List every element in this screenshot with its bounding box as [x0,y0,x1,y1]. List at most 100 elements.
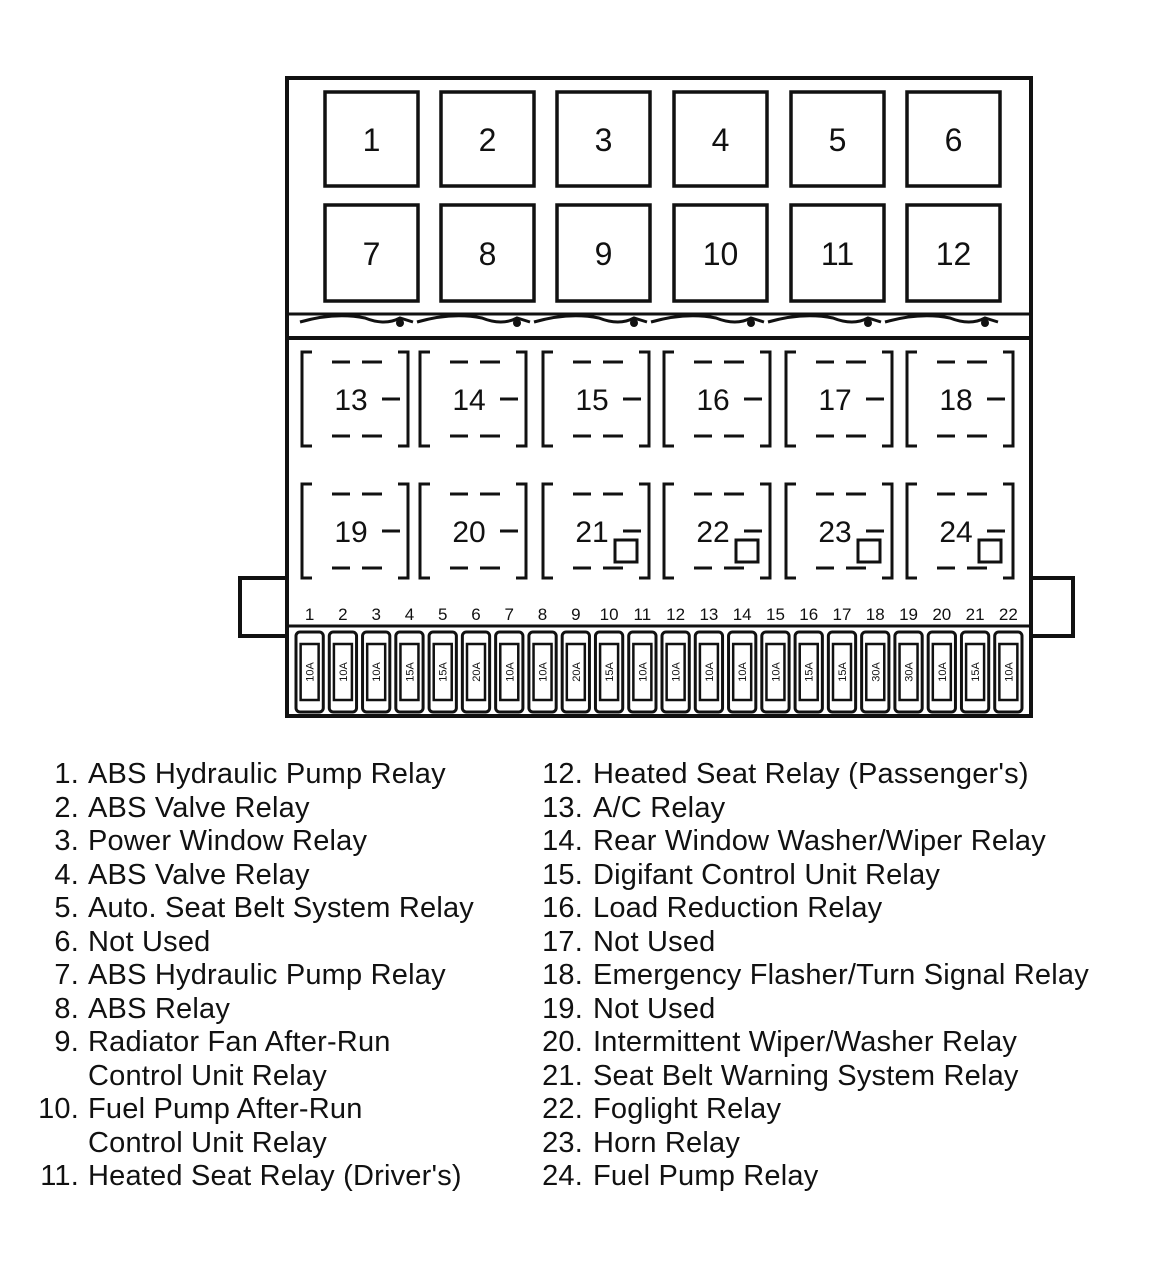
fuse-rating: 10A [305,662,317,682]
relay-socket-14: 14 [418,350,528,448]
fuse-number: 2 [338,605,347,624]
legend-label: Seat Belt Warning System Relay [593,1059,1019,1092]
relay-clip [767,314,882,324]
relay-socket-23: 23 [784,482,894,580]
fuse-rating: 20A [471,662,483,682]
legend-label: ABS Hydraulic Pump Relay [88,959,446,991]
legend-label: Heated Seat Relay (Driver's) [88,1160,462,1192]
legend-label: Auto. Seat Belt System Relay [88,892,474,924]
relay-socket-11: 11 [789,203,886,303]
relay-number: 6 [945,122,963,158]
legend-number: 20. [542,1026,583,1058]
clip-dot [396,319,404,327]
relay-socket-24: 24 [905,482,1015,580]
fuse-number: 21 [966,605,985,624]
relay-socket-1: 1 [323,90,420,188]
relay-socket-7: 7 [323,203,420,303]
relay-number: 18 [939,384,972,417]
legend-number: 19. [542,992,583,1025]
clip-dot [630,319,638,327]
right-mount-tab [1029,576,1075,638]
legend-label: Horn Relay [593,1126,741,1159]
relay-socket-17: 17 [784,350,894,448]
relay-number: 9 [595,236,613,272]
fuse-number: 5 [438,605,447,624]
legend-label: ABS Valve Relay [88,858,310,891]
relay-clip [533,314,648,324]
fuse-rating: 10A [671,662,683,682]
fuse-number: 3 [371,605,380,624]
legend-label: Foglight Relay [593,1093,782,1125]
relay-number: 2 [479,122,497,158]
fuse-20: 20 10A [926,605,957,714]
legend-number: 18. [542,959,583,991]
fuse-rating: 10A [704,662,716,682]
relay-socket-21: 21 [541,482,651,580]
legend-number: 15. [542,858,583,891]
fuse-rating: 15A [804,662,816,682]
fuse-number: 6 [471,605,480,624]
left-mount-tab [238,576,289,638]
relay-socket-12: 12 [905,203,1002,303]
legend-label: Not Used [88,925,211,958]
legend-number: 4. [54,858,79,891]
fuse-rating: 30A [904,662,916,682]
relay-clip [884,314,999,324]
fuse-rating: 10A [338,662,350,682]
fuse-rating: 15A [438,662,450,682]
relay-socket-5: 5 [789,90,886,188]
fuse-number: 4 [405,605,414,624]
relay-number: 7 [363,236,381,272]
fuse-rating: 10A [538,662,550,682]
legend-number: 13. [542,791,583,824]
legend-label: A/C Relay [593,791,726,824]
fuse-number: 7 [505,605,514,624]
fuse-rating: 10A [770,662,782,682]
legend-number: 3. [54,825,79,857]
legend-label: ABS Valve Relay [88,791,310,824]
fuse-number: 19 [899,605,918,624]
legend-number: 6. [54,925,79,958]
fuse-4: 4 15A [394,605,425,714]
legend-number: 11. [40,1160,79,1192]
fuse-number: 17 [833,605,852,624]
relay-clip [650,314,765,324]
legend-label: Fuel Pump Relay [593,1160,819,1192]
relay-number: 8 [479,236,497,272]
fuse-number: 20 [932,605,951,624]
legend-number: 8. [54,992,79,1025]
fuse-rating: 10A [737,662,749,682]
clip-dot [864,319,872,327]
fuse-number: 8 [538,605,547,624]
fuse-number: 16 [799,605,818,624]
fuse-5: 5 15A [427,605,458,714]
legend-label: Not Used [593,992,716,1025]
relay-number: 22 [696,516,729,549]
clip-dot [981,319,989,327]
clip-dot [513,319,521,327]
relay-number: 10 [703,236,739,272]
fuse-rating: 15A [404,662,416,682]
legend-number: 12. [542,758,583,790]
legend-label: Load Reduction Relay [593,892,883,924]
fuse-rating: 10A [937,662,949,682]
fuse-number: 15 [766,605,785,624]
relay-clip [416,314,531,324]
relay-clip [299,314,414,324]
relay-pin-block [613,538,639,564]
relay-pin-block [856,538,882,564]
relay-socket-13: 13 [300,350,410,448]
fuse-8: 8 10A [527,605,558,714]
relay-number: 23 [818,516,851,549]
legend-label: Power Window Relay [88,825,368,857]
fuse-number: 11 [634,605,652,624]
legend-number: 9. [54,1026,79,1058]
fuse-number: 10 [600,605,619,624]
relay-number: 12 [936,236,972,272]
